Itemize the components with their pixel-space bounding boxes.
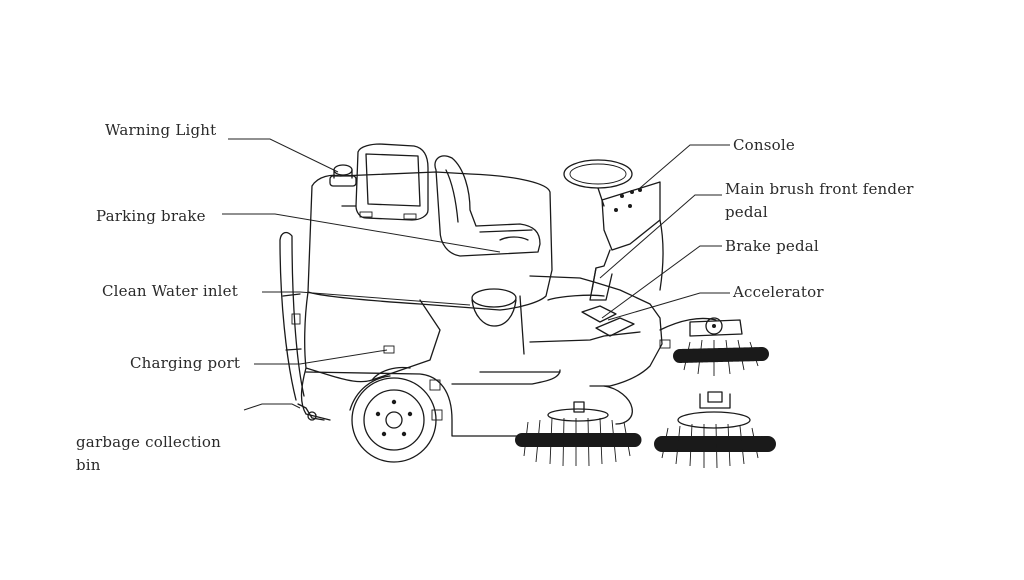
label-console: Console xyxy=(733,136,795,154)
side-brush-right xyxy=(673,317,769,376)
label-parking-brake: Parking brake xyxy=(96,207,206,225)
water-inlet-bowl xyxy=(471,288,525,355)
body-shell xyxy=(300,171,553,437)
label-warning-light: Warning Light xyxy=(105,121,217,139)
leader-parking-brake xyxy=(222,213,501,253)
label-accelerator: Accelerator xyxy=(733,283,824,301)
warning-light-beacon xyxy=(329,164,357,187)
label-clean-water-inlet: Clean Water inlet xyxy=(102,282,238,300)
leader-lines xyxy=(222,138,730,411)
leader-clean-water xyxy=(262,291,471,306)
side-brush-main xyxy=(515,401,643,467)
leader-brake-pedal xyxy=(601,245,722,319)
leader-garbage-bin xyxy=(243,403,301,411)
label-main-brush-line1: Main brush front fender xyxy=(725,180,914,198)
label-garbage-bin-line1: garbage collection xyxy=(76,433,221,451)
steering-console xyxy=(563,159,664,291)
garbage-bin xyxy=(297,403,325,421)
side-brush-front xyxy=(654,391,776,469)
rear-tank xyxy=(341,143,429,221)
leader-warning-light xyxy=(228,138,339,173)
rear-wheel xyxy=(349,375,437,463)
label-garbage-bin-line2: bin xyxy=(76,456,101,474)
leader-console xyxy=(639,144,730,189)
leader-charging-port xyxy=(254,349,388,365)
label-main-brush-line2: pedal xyxy=(725,203,768,221)
rear-handle xyxy=(279,231,305,401)
label-charging-port: Charging port xyxy=(130,354,241,372)
label-brake-pedal: Brake pedal xyxy=(725,237,819,255)
seat xyxy=(434,155,541,257)
pedals xyxy=(581,267,635,337)
leader-main-brush xyxy=(599,194,722,279)
leader-accelerator xyxy=(607,292,730,321)
